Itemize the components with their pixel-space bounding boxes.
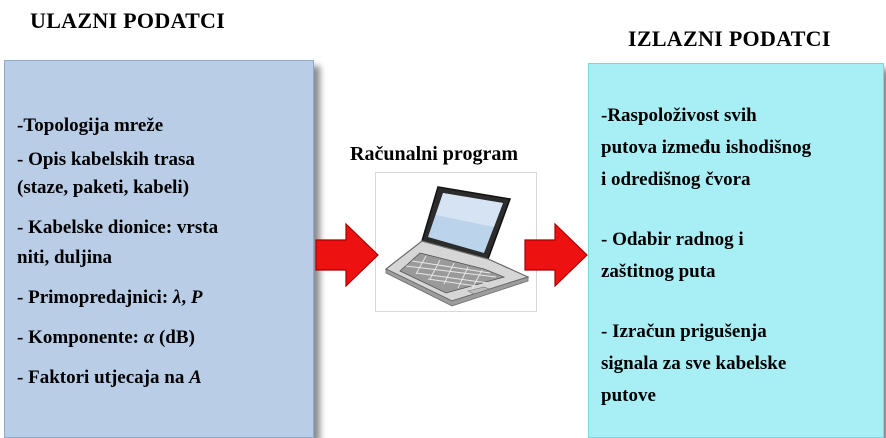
output-line: - Izračun prigušenja: [601, 321, 767, 342]
input-line: - Kabelske dionice: vrsta: [17, 217, 219, 238]
program-label: Računalni program: [350, 143, 518, 165]
output-data-panel: -Raspoloživost svih putova između ishodi…: [588, 63, 884, 438]
input-line: - Komponente: α (dB): [17, 327, 195, 348]
output-line: -Raspoloživost svih: [601, 105, 757, 126]
arrow-right-icon: [523, 222, 589, 293]
output-line: zaštitnog puta: [601, 261, 716, 282]
input-line: - Faktori utjecaja na A: [17, 367, 202, 388]
output-line: putove: [601, 385, 656, 406]
output-line: putova između ishodišnog: [601, 137, 812, 158]
input-line: (staze, paketi, kabeli): [17, 177, 190, 198]
output-line: i odredišnog čvora: [601, 169, 751, 190]
laptop-icon: [375, 172, 537, 312]
input-data-panel: -Topologija mreže - Opis kabelskih trasa…: [4, 60, 314, 438]
arrow-right-icon: [314, 222, 380, 293]
input-line: - Primopredajnici: λ, P: [17, 287, 203, 308]
input-line: -Topologija mreže: [17, 115, 164, 136]
output-data-title: IZLAZNI PODATCI: [628, 26, 831, 51]
output-line: - Odabir radnog i: [601, 229, 744, 250]
input-line: niti, duljina: [17, 247, 113, 268]
input-data-title: ULAZNI PODATCI: [30, 8, 226, 33]
input-line: - Opis kabelskih trasa: [17, 149, 195, 170]
output-line: signala za sve kabelske: [601, 353, 787, 374]
